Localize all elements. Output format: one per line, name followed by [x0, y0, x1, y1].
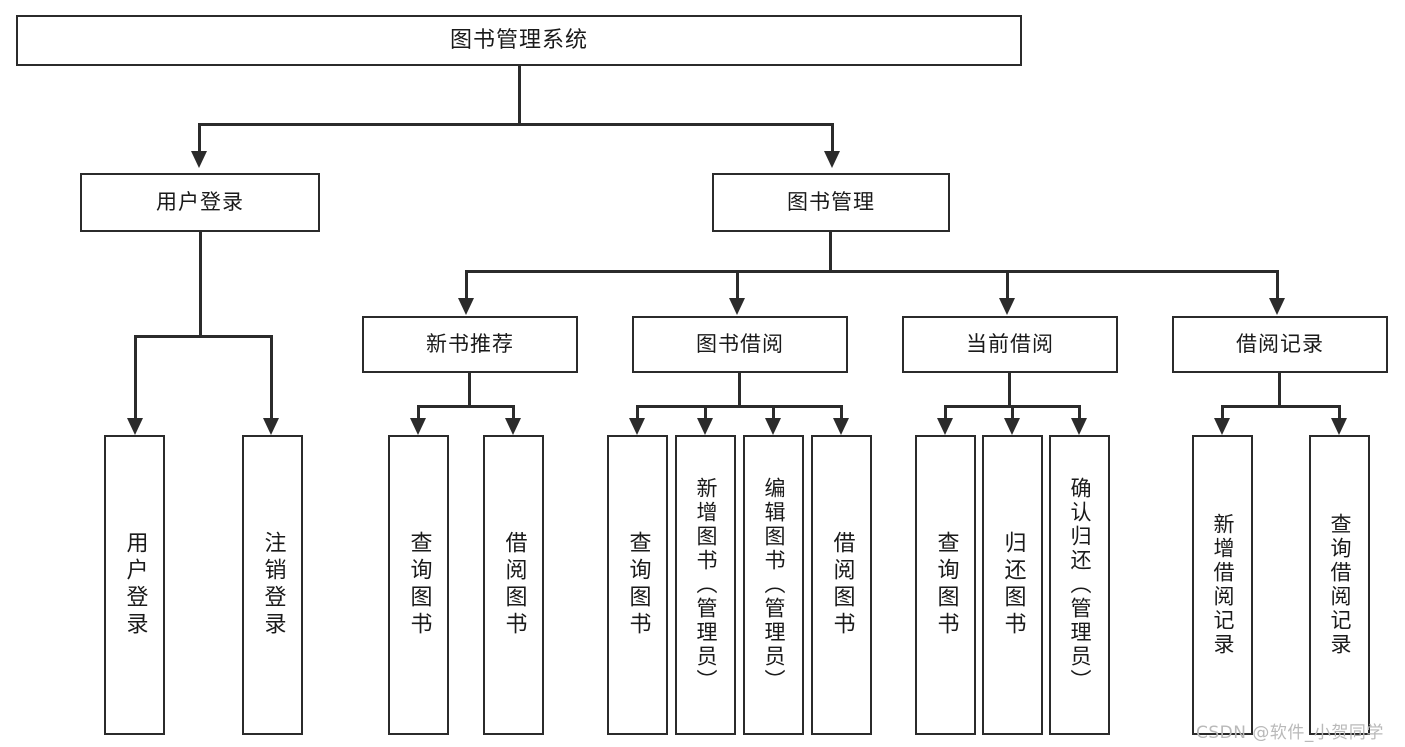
- edge-root-bar: [198, 123, 834, 126]
- arrow-to-new-book-rec: [458, 298, 474, 315]
- arrow-to-leaf-query-book-1: [410, 418, 426, 435]
- node-label: 图书借阅: [696, 332, 784, 357]
- arrow-to-leaf-confirm-return: [1071, 418, 1087, 435]
- edge-borrowrecord-drop-2: [1338, 405, 1341, 418]
- edge-userlogin-drop-2: [270, 335, 273, 418]
- node-current-borrow[interactable]: 当前借阅: [902, 316, 1118, 373]
- arrow-to-leaf-borrow-book-1: [505, 418, 521, 435]
- node-user-login[interactable]: 用户登录: [80, 173, 320, 232]
- arrow-to-user-login: [191, 151, 207, 168]
- arrow-to-leaf-user-login: [127, 418, 143, 435]
- node-label: 借阅记录: [1236, 332, 1324, 357]
- edge-bookborrow-drop-2: [704, 405, 707, 418]
- edge-bookborrow-stem: [738, 373, 741, 405]
- edge-newbook-drop-2: [512, 405, 515, 418]
- node-label: 新增借阅记录: [1211, 513, 1235, 657]
- arrow-to-leaf-user-logout: [263, 418, 279, 435]
- arrow-to-borrow-record: [1269, 298, 1285, 315]
- arrow-to-leaf-query-book-2: [629, 418, 645, 435]
- leaf-query-book-current[interactable]: 查询图书: [915, 435, 976, 735]
- arrow-to-leaf-add-book: [697, 418, 713, 435]
- edge-bookmanage-bar: [465, 270, 1279, 273]
- node-label: 查询借阅记录: [1328, 513, 1352, 657]
- edge-borrowrecord-bar: [1221, 405, 1341, 408]
- arrow-to-leaf-borrow-book-2: [833, 418, 849, 435]
- edge-newbook-bar: [417, 405, 515, 408]
- edge-bookmanage-drop-2: [736, 270, 739, 298]
- leaf-query-book-borrow[interactable]: 查询图书: [607, 435, 668, 735]
- edge-bookmanage-drop-4: [1276, 270, 1279, 298]
- node-label: 编辑图书（管理员）: [762, 477, 786, 693]
- edge-newbook-drop-1: [417, 405, 420, 418]
- leaf-query-borrow-record[interactable]: 查询借阅记录: [1309, 435, 1370, 735]
- edge-currentborrow-drop-1: [944, 405, 947, 418]
- edge-bookborrow-bar: [636, 405, 843, 408]
- edge-currentborrow-stem: [1008, 373, 1011, 405]
- node-new-book-recommend[interactable]: 新书推荐: [362, 316, 578, 373]
- edge-userlogin-bar: [134, 335, 273, 338]
- edge-userlogin-drop-1: [134, 335, 137, 418]
- node-label: 当前借阅: [966, 332, 1054, 357]
- node-label: 新书推荐: [426, 332, 514, 357]
- edge-bookmanage-drop-3: [1006, 270, 1009, 298]
- leaf-borrow-book-recommend[interactable]: 借阅图书: [483, 435, 544, 735]
- edge-currentborrow-drop-3: [1078, 405, 1081, 418]
- node-label: 注销登录: [260, 531, 286, 639]
- arrow-to-book-borrow: [729, 298, 745, 315]
- edge-newbook-stem: [468, 373, 471, 405]
- arrow-to-leaf-query-record: [1331, 418, 1347, 435]
- node-book-borrow[interactable]: 图书借阅: [632, 316, 848, 373]
- node-label: 查询图书: [933, 531, 959, 639]
- leaf-edit-book-admin[interactable]: 编辑图书（管理员）: [743, 435, 804, 735]
- leaf-add-borrow-record[interactable]: 新增借阅记录: [1192, 435, 1253, 735]
- leaf-borrow-book-borrow[interactable]: 借阅图书: [811, 435, 872, 735]
- edge-root-stem: [518, 66, 521, 123]
- node-label: 借阅图书: [829, 531, 855, 639]
- edge-bookmanage-stem: [829, 232, 832, 270]
- arrow-to-leaf-query-book-3: [937, 418, 953, 435]
- node-borrow-record[interactable]: 借阅记录: [1172, 316, 1388, 373]
- leaf-return-book[interactable]: 归还图书: [982, 435, 1043, 735]
- node-root-system[interactable]: 图书管理系统: [16, 15, 1022, 66]
- edge-bookmanage-drop-1: [465, 270, 468, 298]
- leaf-confirm-return-admin[interactable]: 确认归还（管理员）: [1049, 435, 1110, 735]
- node-label: 归还图书: [1000, 531, 1026, 639]
- leaf-user-login[interactable]: 用户登录: [104, 435, 165, 735]
- edge-root-drop-left: [198, 123, 201, 151]
- edge-borrowrecord-stem: [1278, 373, 1281, 405]
- node-label: 借阅图书: [501, 531, 527, 639]
- edge-root-drop-right: [831, 123, 834, 151]
- node-label: 图书管理: [787, 190, 875, 215]
- arrow-to-leaf-return-book: [1004, 418, 1020, 435]
- edge-currentborrow-drop-2: [1011, 405, 1014, 418]
- edge-userlogin-stem: [199, 232, 202, 335]
- node-label: 确认归还（管理员）: [1068, 477, 1092, 693]
- node-book-manage[interactable]: 图书管理: [712, 173, 950, 232]
- node-label: 用户登录: [122, 531, 148, 639]
- node-label: 新增图书（管理员）: [694, 477, 718, 693]
- node-label: 查询图书: [406, 531, 432, 639]
- arrow-to-leaf-edit-book: [765, 418, 781, 435]
- edge-borrowrecord-drop-1: [1221, 405, 1224, 418]
- edge-bookborrow-drop-1: [636, 405, 639, 418]
- node-label: 查询图书: [625, 531, 651, 639]
- arrow-to-leaf-add-record: [1214, 418, 1230, 435]
- arrow-to-book-manage: [824, 151, 840, 168]
- leaf-user-logout[interactable]: 注销登录: [242, 435, 303, 735]
- edge-bookborrow-drop-3: [772, 405, 775, 418]
- leaf-add-book-admin[interactable]: 新增图书（管理员）: [675, 435, 736, 735]
- arrow-to-current-borrow: [999, 298, 1015, 315]
- leaf-query-book-recommend[interactable]: 查询图书: [388, 435, 449, 735]
- edge-bookborrow-drop-4: [840, 405, 843, 418]
- node-label: 图书管理系统: [449, 27, 588, 53]
- node-label: 用户登录: [156, 190, 244, 215]
